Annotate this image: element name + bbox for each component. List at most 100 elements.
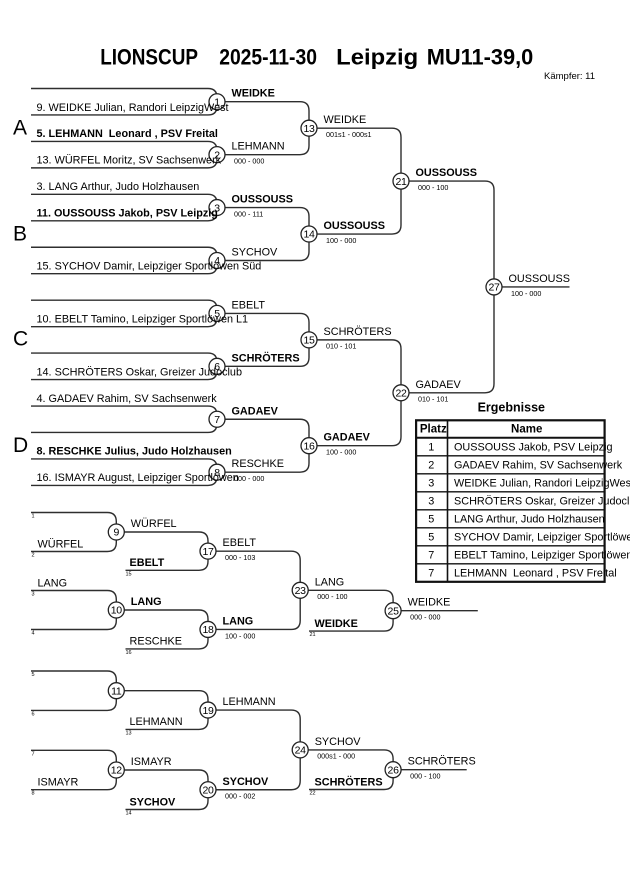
- svg-text:100 - 000: 100 - 000: [225, 631, 255, 640]
- svg-text:GADAEV Rahim, SV Sachsenwerk: GADAEV Rahim, SV Sachsenwerk: [454, 459, 623, 471]
- svg-text:5: 5: [32, 672, 35, 678]
- svg-text:7: 7: [32, 751, 35, 757]
- svg-text:4. GADAEV Rahim, SV Sachsenwer: 4. GADAEV Rahim, SV Sachsenwerk: [37, 393, 218, 405]
- svg-text:LANG Arthur, Judo Holzhausen: LANG Arthur, Judo Holzhausen: [454, 513, 605, 525]
- svg-text:000 - 111: 000 - 111: [234, 209, 263, 218]
- svg-text:4: 4: [214, 255, 220, 267]
- svg-text:22: 22: [395, 387, 407, 399]
- svg-text:010 - 101: 010 - 101: [326, 342, 356, 351]
- svg-text:LANG: LANG: [131, 596, 162, 608]
- svg-text:25: 25: [388, 605, 400, 617]
- svg-text:21: 21: [395, 176, 407, 188]
- svg-text:11. OUSSOUSS Jakob, PSV Leipzi: 11. OUSSOUSS Jakob, PSV Leipzig: [37, 208, 218, 220]
- svg-text:WÜRFEL: WÜRFEL: [38, 538, 84, 550]
- svg-text:18: 18: [202, 624, 214, 636]
- svg-text:000 - 002: 000 - 002: [225, 792, 255, 801]
- svg-text:Platz: Platz: [420, 424, 447, 436]
- svg-text:000 - 000: 000 - 000: [234, 156, 264, 165]
- svg-text:7: 7: [428, 567, 434, 579]
- svg-text:SCHRÖTERS: SCHRÖTERS: [232, 351, 300, 364]
- svg-text:100 - 000: 100 - 000: [326, 448, 356, 457]
- svg-text:10. EBELT Tamino, Leipziger Sp: 10. EBELT Tamino, Leipziger Sportlöwen L…: [37, 313, 249, 325]
- svg-text:000 - 100: 000 - 100: [317, 592, 347, 601]
- svg-text:SCHRÖTERS: SCHRÖTERS: [408, 756, 476, 768]
- svg-text:LEHMANN: LEHMANN: [232, 141, 285, 153]
- svg-text:B: B: [13, 222, 27, 245]
- svg-text:SCHRÖTERS Oskar, Greizer Judoc: SCHRÖTERS Oskar, Greizer Judoclub: [454, 495, 630, 507]
- svg-text:12: 12: [111, 765, 123, 777]
- svg-text:3. LANG Arthur, Judo Holzhause: 3. LANG Arthur, Judo Holzhausen: [37, 181, 200, 193]
- svg-text:LEHMANN: LEHMANN: [223, 696, 276, 708]
- svg-text:WEIDKE Julian, Randori Leipzig: WEIDKE Julian, Randori LeipzigWest: [454, 477, 630, 489]
- svg-text:13. WÜRFEL Moritz, SV Sachsenw: 13. WÜRFEL Moritz, SV Sachsenwerk: [37, 155, 222, 167]
- svg-text:20: 20: [202, 784, 214, 796]
- svg-text:8: 8: [214, 467, 220, 479]
- svg-text:GADAEV: GADAEV: [416, 379, 462, 391]
- svg-text:010 - 101: 010 - 101: [418, 395, 448, 404]
- svg-text:A: A: [13, 117, 27, 140]
- svg-text:5: 5: [428, 513, 434, 525]
- svg-text:000 - 100: 000 - 100: [410, 772, 440, 781]
- svg-text:5: 5: [214, 308, 220, 320]
- svg-text:5: 5: [428, 531, 434, 543]
- svg-text:7: 7: [214, 414, 220, 426]
- svg-text:4: 4: [32, 631, 35, 637]
- svg-text:19: 19: [202, 705, 214, 717]
- svg-text:14. SCHRÖTERS Oskar, Greizer J: 14. SCHRÖTERS Oskar, Greizer Judoclub: [37, 366, 243, 378]
- svg-text:SYCHOV: SYCHOV: [130, 796, 177, 808]
- svg-text:ISMAYR: ISMAYR: [131, 756, 172, 768]
- svg-text:13: 13: [303, 123, 315, 135]
- svg-text:C: C: [13, 328, 28, 351]
- svg-text:WEIDKE: WEIDKE: [232, 88, 275, 100]
- svg-text:WEIDKE: WEIDKE: [408, 597, 451, 609]
- svg-text:3: 3: [428, 477, 434, 489]
- svg-text:3: 3: [214, 202, 220, 214]
- svg-text:RESCHKE: RESCHKE: [232, 458, 284, 470]
- svg-text:001s1 - 000s1: 001s1 - 000s1: [326, 130, 372, 139]
- svg-text:000 - 000: 000 - 000: [234, 474, 264, 483]
- svg-text:OUSSOUSS: OUSSOUSS: [509, 273, 570, 285]
- svg-text:17: 17: [202, 546, 214, 558]
- svg-text:22: 22: [310, 791, 316, 797]
- svg-text:26: 26: [388, 764, 400, 776]
- svg-text:LANG: LANG: [223, 615, 254, 627]
- svg-text:16: 16: [303, 440, 315, 452]
- svg-text:27: 27: [488, 282, 500, 294]
- svg-text:15. SYCHOV Damir, Leipziger Sp: 15. SYCHOV Damir, Leipziger Sportlöwen S…: [37, 261, 262, 273]
- svg-text:8: 8: [32, 791, 35, 797]
- svg-text:WEIDKE: WEIDKE: [324, 114, 367, 126]
- svg-text:6: 6: [214, 361, 220, 373]
- svg-text:2: 2: [214, 149, 220, 161]
- svg-text:10: 10: [111, 605, 123, 617]
- svg-text:6: 6: [32, 711, 35, 717]
- svg-text:3: 3: [428, 495, 434, 507]
- svg-text:Ergebnisse: Ergebnisse: [478, 401, 545, 415]
- svg-text:Kämpfer: 11: Kämpfer: 11: [544, 71, 595, 82]
- svg-text:EBELT: EBELT: [130, 557, 165, 569]
- svg-text:24: 24: [295, 745, 307, 757]
- svg-text:000 - 103: 000 - 103: [225, 553, 255, 562]
- svg-text:SYCHOV Damir, Leipziger Sportl: SYCHOV Damir, Leipziger Sportlöwen Süd: [454, 531, 630, 543]
- svg-text:OUSSOUSS Jakob, PSV Leipzig: OUSSOUSS Jakob, PSV Leipzig: [454, 441, 613, 453]
- svg-text:2: 2: [32, 553, 35, 559]
- svg-text:EBELT: EBELT: [232, 299, 266, 311]
- svg-text:D: D: [13, 434, 28, 457]
- svg-text:1: 1: [32, 514, 35, 520]
- svg-text:EBELT: EBELT: [223, 537, 257, 549]
- svg-text:000 - 100: 000 - 100: [418, 183, 448, 192]
- svg-text:15: 15: [126, 571, 132, 577]
- svg-text:2: 2: [428, 459, 434, 471]
- svg-text:OUSSOUSS: OUSSOUSS: [416, 167, 477, 179]
- svg-text:16: 16: [126, 650, 132, 656]
- svg-text:GADAEV: GADAEV: [232, 405, 279, 417]
- svg-text:LEHMANN: LEHMANN: [130, 716, 183, 728]
- svg-text:LIONSCUP: LIONSCUP: [100, 44, 198, 69]
- svg-text:ISMAYR: ISMAYR: [38, 777, 79, 789]
- svg-text:3: 3: [32, 592, 35, 598]
- svg-text:LANG: LANG: [315, 576, 345, 588]
- svg-text:LEHMANN Leonard , PSV Freital: LEHMANN Leonard , PSV Freital: [454, 567, 617, 579]
- svg-text:OUSSOUSS: OUSSOUSS: [324, 220, 385, 232]
- svg-text:000 - 000: 000 - 000: [410, 613, 440, 622]
- svg-text:1: 1: [428, 441, 434, 453]
- svg-text:100 - 000: 100 - 000: [326, 236, 356, 245]
